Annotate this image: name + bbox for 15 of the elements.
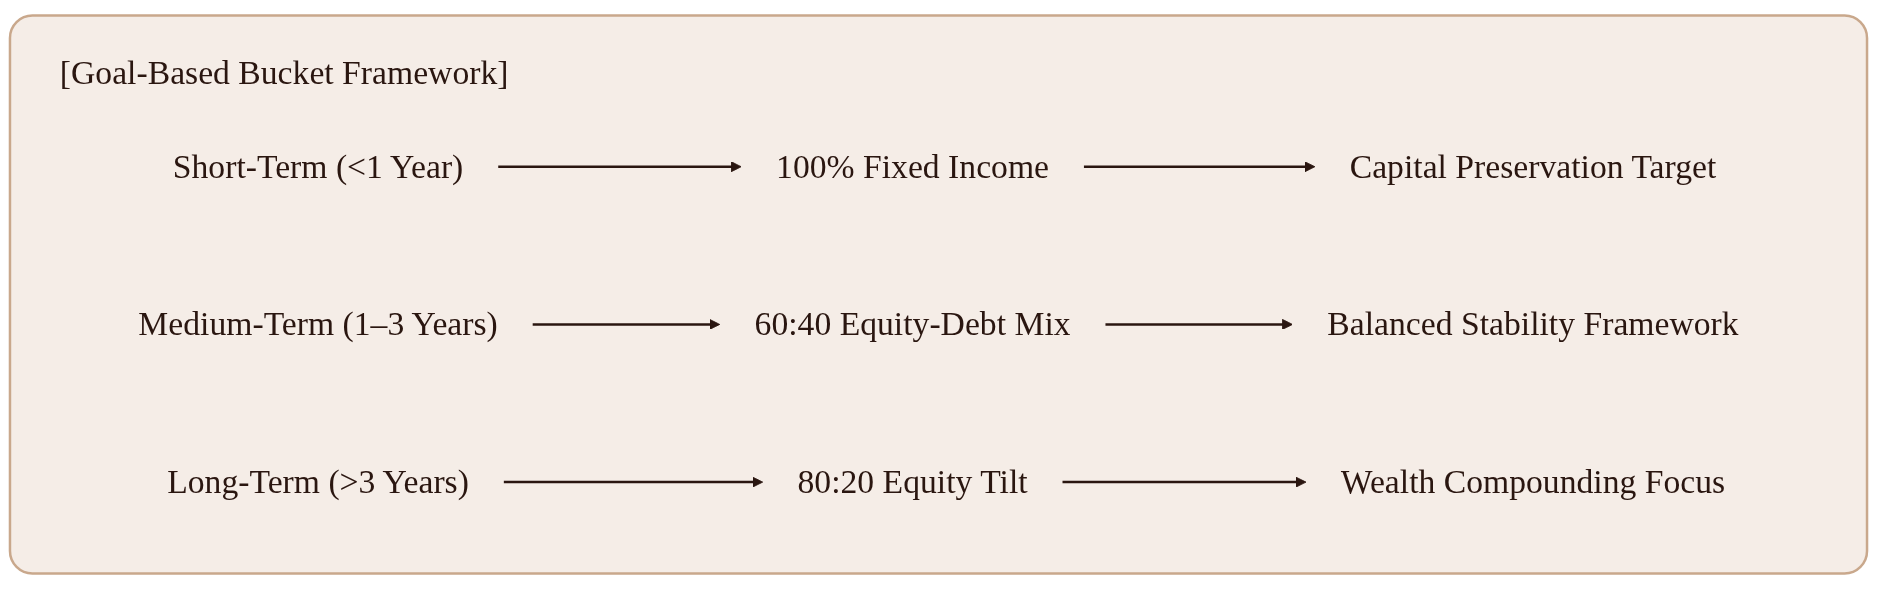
node-text: Long-Term (>3 Years) [167,463,469,501]
node-text: Capital Preservation Target [1349,147,1717,186]
node-text: Medium-Term (1–3 Years) [138,305,498,343]
node-text: 60:40 Equity-Debt Mix [754,305,1071,343]
arrow [1062,476,1307,488]
node-text: Short-Term (<1 Year) [172,147,464,186]
arrow [532,318,721,330]
arrow [1105,318,1293,330]
arrow [503,476,764,488]
arrow [1083,161,1316,173]
node-text: Balanced Stability Framework [1327,305,1739,343]
node-text: 100% Fixed Income [776,147,1050,186]
node-text: 80:20 Equity Tilt [797,463,1028,501]
arrow [498,161,742,173]
node-text: Wealth Compounding Focus [1340,463,1726,501]
